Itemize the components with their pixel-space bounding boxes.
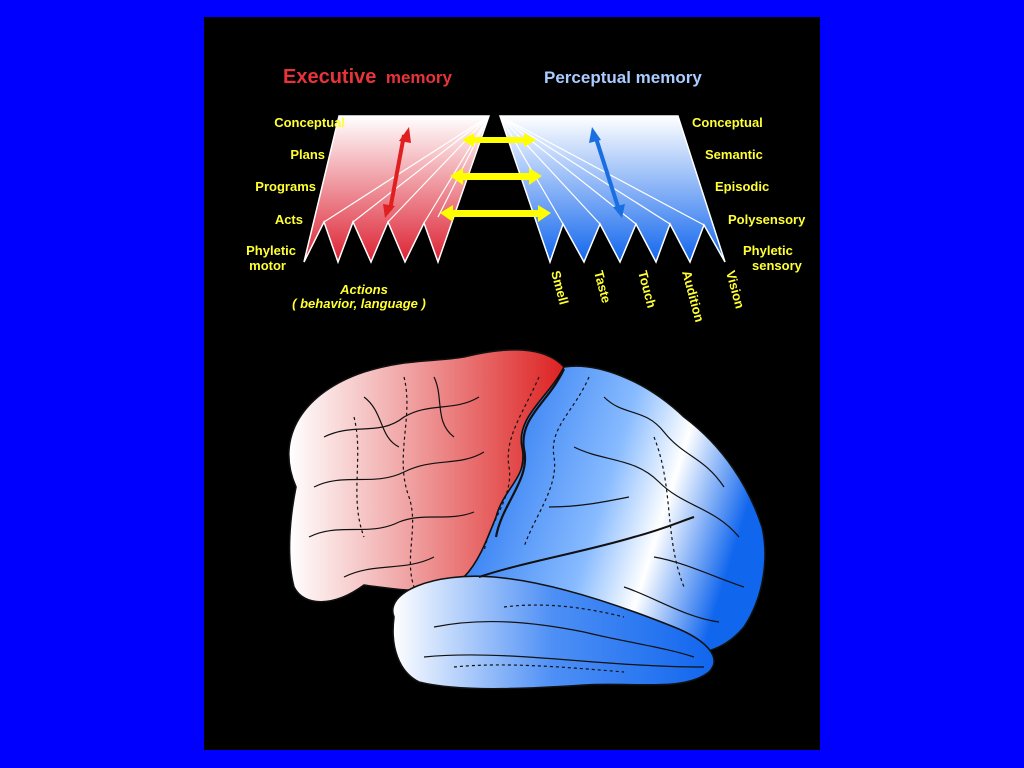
executive-label-motor: motor xyxy=(249,258,286,273)
brain-gyri xyxy=(308,376,745,668)
executive-label-conceptual: Conceptual xyxy=(274,115,345,130)
perceptual-label-semantic: Semantic xyxy=(705,147,763,162)
yellow-arrow-middle xyxy=(450,168,542,185)
brain-illustration xyxy=(288,349,766,690)
sense-label-taste: Taste xyxy=(591,269,614,305)
brain-sylvian-fissure xyxy=(478,516,695,578)
yellow-arrow-bottom xyxy=(440,205,551,222)
perceptual-double-arrow xyxy=(589,127,625,218)
brain-dotted-boundaries xyxy=(353,376,685,673)
actions-sublabel: ( behavior, language ) xyxy=(292,296,426,311)
sense-labels: Smell Taste Touch Audition Vision xyxy=(548,269,748,324)
perceptual-label-conceptual: Conceptual xyxy=(692,115,763,130)
executive-label-acts: Acts xyxy=(275,212,303,227)
brain-central-sulcus xyxy=(494,368,566,538)
actions-label: Actions xyxy=(339,282,388,297)
perceptual-label-episodic: Episodic xyxy=(715,179,769,194)
slide-panel: Executive memory Perceptual memory xyxy=(204,17,820,750)
perceptual-fan-lines xyxy=(499,115,705,226)
executive-level-labels: Conceptual Plans Programs Acts Phyletic … xyxy=(246,115,345,273)
yellow-arrows xyxy=(440,133,551,222)
yellow-arrow-top xyxy=(462,133,536,147)
brain-temporal-lobe xyxy=(391,575,715,690)
perceptual-memory-title: Perceptual memory xyxy=(544,68,702,87)
executive-label-programs: Programs xyxy=(255,179,316,194)
perceptual-label-sensory: sensory xyxy=(752,258,803,273)
sense-label-vision: Vision xyxy=(723,269,748,310)
executive-memory-word: memory xyxy=(386,68,453,87)
sense-label-smell: Smell xyxy=(548,269,571,306)
perceptual-label-polysensory: Polysensory xyxy=(728,212,806,227)
memory-diagram: Executive memory Perceptual memory xyxy=(246,66,806,690)
executive-double-arrow xyxy=(383,127,411,218)
perceptual-label-phyletic: Phyletic xyxy=(743,243,793,258)
executive-label-plans: Plans xyxy=(290,147,325,162)
sense-label-audition: Audition xyxy=(679,269,707,324)
executive-word: Executive xyxy=(283,66,376,88)
executive-fan-lines xyxy=(323,115,490,224)
actions-caption: Actions ( behavior, language ) xyxy=(292,282,426,311)
executive-memory-title: Executive memory xyxy=(283,66,453,88)
sense-label-touch: Touch xyxy=(635,269,659,310)
perceptual-level-labels: Conceptual Semantic Episodic Polysensory… xyxy=(692,115,806,273)
executive-label-phyletic: Phyletic xyxy=(246,243,296,258)
